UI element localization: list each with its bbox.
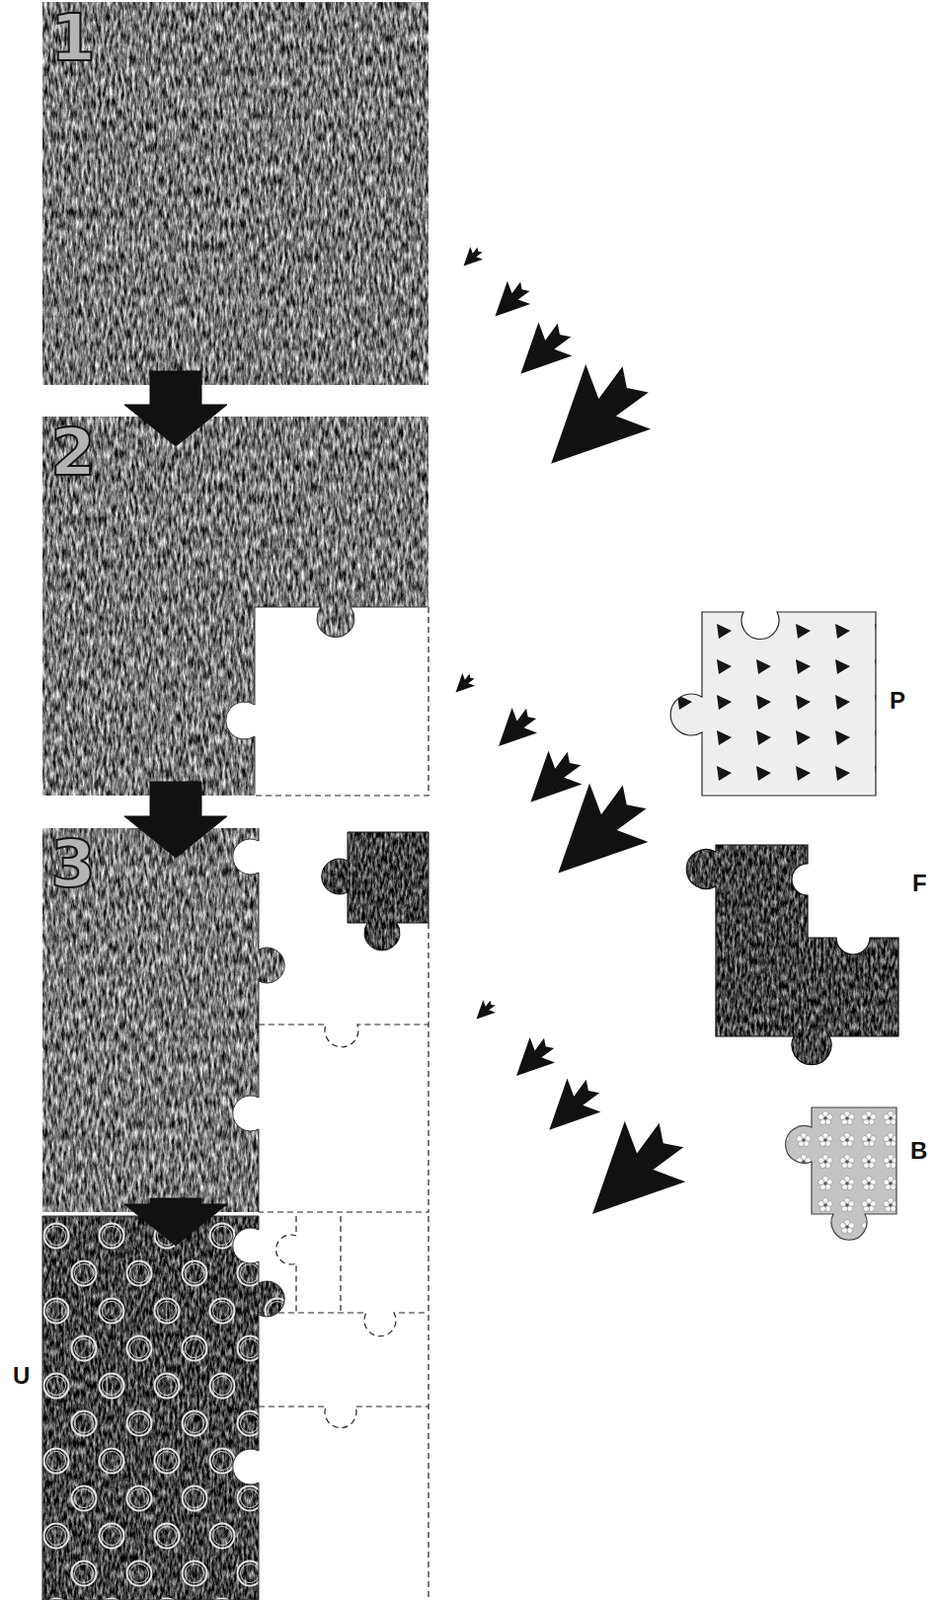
placed-piece: [321, 832, 429, 951]
motion-arrow: [485, 701, 545, 760]
step-number: 2: [50, 420, 96, 486]
piece-outline: [686, 845, 899, 1066]
piece-outline: [670, 612, 876, 796]
puzzle-piece: B: [765, 1107, 897, 1247]
step-number: 1: [50, 5, 96, 72]
flow-arrow: [124, 1198, 228, 1247]
piece-outline: [670, 612, 876, 796]
dashed-outline: [254, 607, 429, 796]
piece-outline: [785, 1107, 897, 1241]
piece-cutout: [226, 607, 429, 796]
step-number: 3: [50, 832, 96, 898]
motion-arrow: [469, 997, 499, 1026]
placed-piece-outline: [321, 832, 429, 951]
dashed-outline: [258, 1024, 429, 1048]
dashed-outline: [258, 1313, 429, 1337]
motion-arrow: [503, 1030, 562, 1090]
flow-arrow: [124, 781, 228, 858]
dashed-outline: [339, 1216, 341, 1314]
motion-arrow: [503, 313, 581, 391]
piece-shape: [656, 612, 876, 796]
motion-arrow: [518, 346, 668, 496]
puzzle-piece: P: [656, 612, 876, 796]
stone-part: [42, 828, 285, 1213]
edge-mask: [254, 607, 429, 796]
puzzle-piece: F: [663, 842, 899, 1070]
stone-square: [42, 416, 429, 796]
motion-arrow: [483, 275, 538, 329]
piece-shape: [663, 842, 899, 1070]
motion-arrow: [561, 1104, 702, 1245]
part-label: F: [912, 871, 928, 896]
motion-arrow: [513, 742, 591, 820]
stage-square: 3: [42, 828, 429, 1213]
stage-square: 2: [42, 416, 429, 796]
dashed-outline: [427, 1216, 429, 1600]
part-label: B: [910, 1139, 928, 1164]
piece-edge: [233, 828, 285, 1213]
stone-part: [42, 1216, 285, 1600]
stage-square: 1: [42, 1, 429, 386]
motion-arrow: [532, 1070, 610, 1148]
dashed-outline: [276, 1216, 297, 1314]
stage-square: U: [42, 1216, 429, 1600]
motion-arrow: [529, 768, 665, 904]
part-label: U: [12, 1364, 30, 1389]
ring-pattern: [42, 1216, 285, 1600]
stone-square: [42, 1, 429, 386]
motion-arrow: [457, 243, 486, 273]
piece-shape: [765, 1107, 897, 1247]
dashed-outline: [258, 1406, 429, 1429]
dashed-outline: [258, 923, 429, 1213]
piece-outline: [686, 845, 899, 1066]
part-label: P: [889, 689, 906, 713]
piece-outline: [785, 1107, 897, 1241]
motion-arrow: [449, 670, 478, 700]
flow-arrow: [124, 371, 228, 447]
